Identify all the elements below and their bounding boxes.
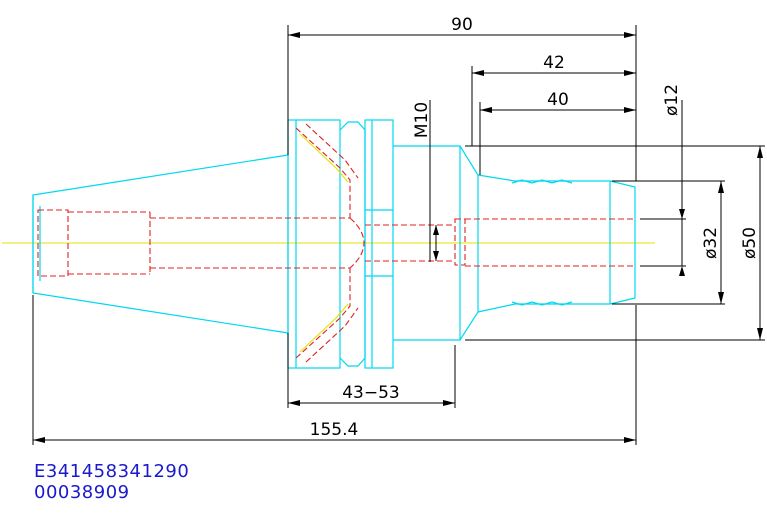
dimension-155-4 [33,437,636,443]
part-code-line-1: E341458341290 [34,461,189,482]
dim-label-155-4: 155.4 [310,420,359,440]
dim-label-42: 42 [543,53,565,73]
dim-label-40: 40 [547,90,569,110]
dim-label-dia32: ø32 [701,227,721,259]
groove-lines [299,133,349,353]
dimension-42 [472,70,636,76]
dimension-40 [480,107,636,113]
flange [287,119,394,369]
extension-lines [32,25,765,445]
part-code-line-2: 00038909 [34,482,130,503]
dim-label-m10: M10 [412,102,432,138]
dimension-dia12 [679,100,685,276]
dim-label-43-53: 43−53 [342,383,400,403]
dim-label-90: 90 [451,15,473,35]
dimension-90 [288,32,636,38]
taper-shank [32,154,289,334]
nose-body [393,145,636,341]
hidden-lines [37,123,635,363]
dimension-m10 [433,225,439,261]
dimension-43-53 [288,400,455,406]
dim-label-dia50: ø50 [740,227,760,259]
dim-label-dia12: ø12 [662,84,682,116]
dimension-dia32 [718,181,724,304]
dimension-dia50 [757,146,763,340]
